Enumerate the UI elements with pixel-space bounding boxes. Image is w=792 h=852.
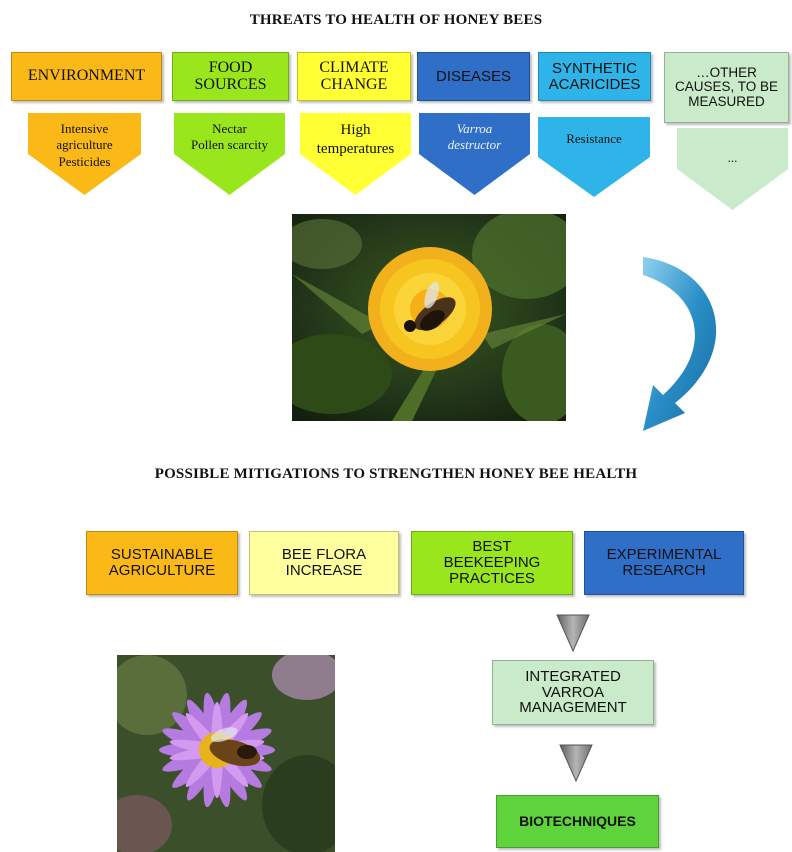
biotechniques-box: BIOTECHNIQUES [496, 795, 659, 848]
threat-detail-diseases: Varroa destructor [419, 113, 530, 195]
threat-detail-synthetic-acaricides: Resistance [538, 117, 650, 197]
threat-detail-food-sources: Nectar Pollen scarcity [174, 113, 285, 195]
threat-header-food-sources: FOOD SOURCES [172, 52, 289, 101]
threat-header-other-causes: …OTHER CAUSES, TO BE MEASURED [664, 52, 789, 123]
threat-header-climate-change: CLIMATE CHANGE [297, 52, 411, 101]
mitigation-experimental-research: EXPERIMENTAL RESEARCH [584, 531, 744, 595]
threat-detail-environment: Intensive agriculture Pesticides [28, 113, 141, 195]
bee-dandelion-photo [292, 214, 566, 421]
curved-arrow-icon [643, 257, 717, 431]
threat-header-diseases: DISEASES [417, 52, 530, 101]
threat-header-environment: ENVIRONMENT [11, 52, 162, 101]
threat-detail-other-causes: ... [677, 128, 788, 210]
mitigation-best-beekeeping-practices: BEST BEEKEEPING PRACTICES [411, 531, 573, 595]
dandelion-illustration [292, 214, 566, 421]
threat-header-synthetic-acaricides: SYNTHETIC ACARICIDES [538, 52, 651, 101]
down-triangle-icon [559, 744, 593, 783]
mitigations-title: POSSIBLE MITIGATIONS TO STRENGTHEN HONEY… [154, 466, 638, 482]
threats-title: THREATS TO HEALTH OF HONEY BEES [249, 12, 543, 28]
mitigation-bee-flora-increase: BEE FLORA INCREASE [249, 531, 399, 595]
threat-detail-climate-change: High temperatures [300, 113, 411, 195]
aster-illustration [117, 655, 335, 852]
down-triangle-icon [556, 614, 590, 653]
bee-aster-photo [117, 655, 335, 852]
integrated-varroa-management-box: INTEGRATED VARROA MANAGEMENT [492, 660, 654, 725]
mitigation-sustainable-agriculture: SUSTAINABLE AGRICULTURE [86, 531, 238, 595]
